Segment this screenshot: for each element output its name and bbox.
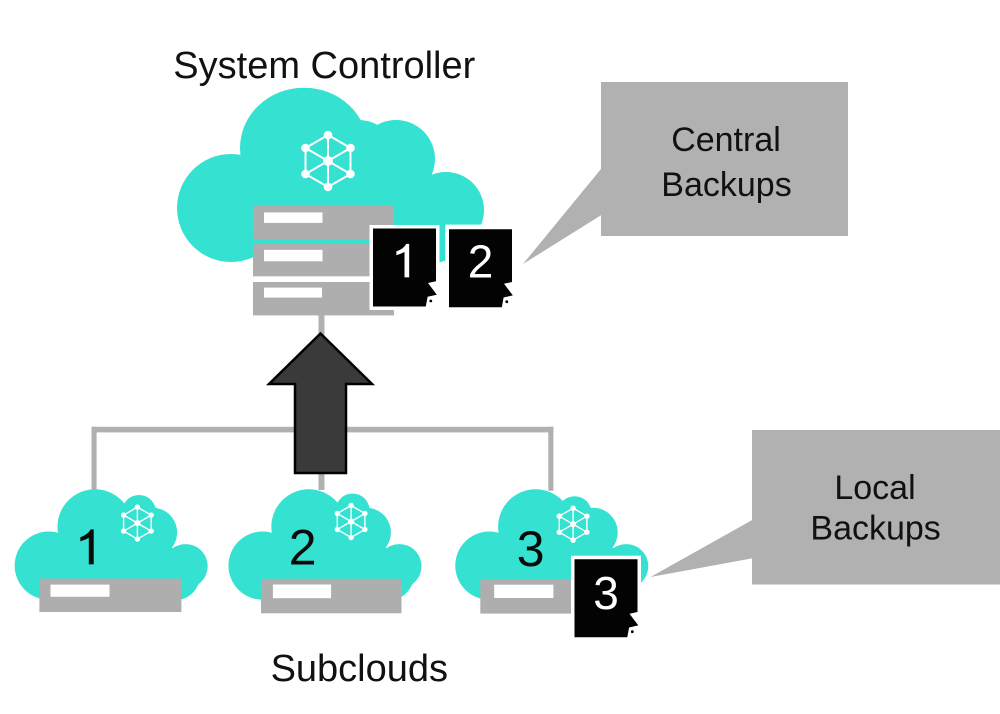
- svg-text:Backups: Backups: [810, 509, 940, 547]
- svg-text:Central: Central: [671, 121, 781, 159]
- svg-text:3: 3: [517, 521, 545, 577]
- svg-text:Local: Local: [834, 469, 915, 507]
- svg-text:System Controller: System Controller: [173, 45, 475, 87]
- svg-text:Backups: Backups: [661, 166, 791, 204]
- svg-text:2: 2: [468, 235, 494, 287]
- svg-text:3: 3: [593, 567, 619, 619]
- svg-text:2: 2: [289, 520, 317, 576]
- svg-text:Subclouds: Subclouds: [271, 648, 448, 690]
